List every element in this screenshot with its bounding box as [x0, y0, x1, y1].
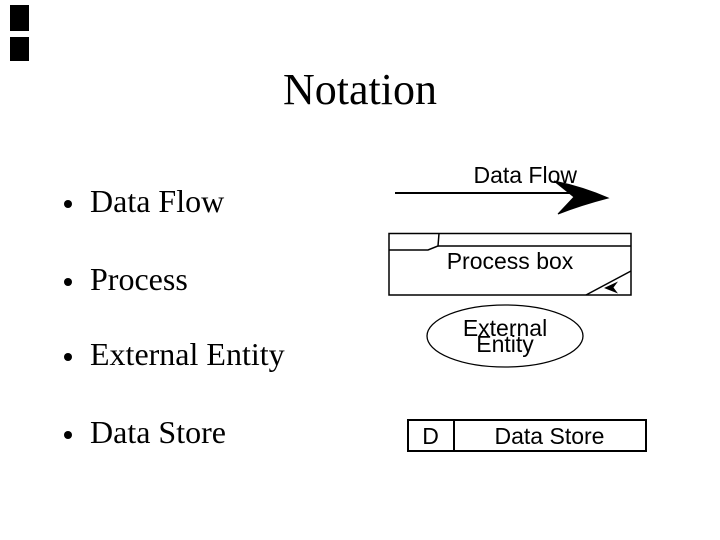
data-store-shape-label: Data Store: [494, 423, 605, 449]
corner-mark-bottom: [10, 37, 29, 61]
external-entity-shape: [426, 304, 584, 368]
process-box-shape: [388, 232, 632, 296]
data-flow-shape-label: Data Flow: [473, 162, 577, 188]
bullet-icon: [64, 200, 72, 208]
bullet-label: Data Store: [90, 414, 226, 450]
external-entity-line1: External: [462, 315, 548, 341]
external-entity-line2: Entity: [476, 331, 534, 357]
slide-title: Notation: [283, 65, 437, 114]
data-flow-arrow: [395, 180, 610, 215]
bullet-label: Process: [90, 261, 188, 297]
bullet-item-process: Process: [64, 261, 188, 297]
data-store-prefix: D: [422, 423, 439, 449]
bullet-icon: [64, 431, 72, 439]
mini-arrow-icon: [604, 281, 618, 294]
process-shape-label: Process box: [446, 248, 574, 274]
bullet-item-data-store: Data Store: [64, 414, 226, 450]
bullet-icon: [64, 353, 72, 361]
bullet-label: Data Flow: [90, 183, 225, 219]
external-entity-shape-label: External Entity: [427, 315, 583, 357]
arrowhead-icon: [553, 180, 610, 215]
bullet-label: External Entity: [90, 336, 285, 372]
corner-mark-top: [10, 5, 29, 31]
bullet-icon: [64, 278, 72, 286]
bullet-item-data-flow: Data Flow: [64, 183, 225, 219]
data-store-shape: [407, 419, 647, 452]
bullet-item-external-entity: External Entity: [64, 336, 285, 372]
